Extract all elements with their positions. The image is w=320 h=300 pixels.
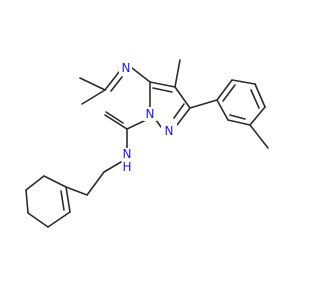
atom-labels: N N N N H: [119, 61, 177, 174]
atom-h-amine: H: [122, 160, 131, 174]
bond-c1p-c2p: [216, 79, 233, 101]
bond-c3p-c4p-double: [250, 89, 260, 109]
bond-nh-ch2a: [103, 161, 122, 173]
bond-c3-methyl: [174, 59, 181, 88]
atom-n-bridge: N: [146, 107, 155, 121]
n-bridge-bg: [143, 107, 157, 121]
bond-n2-n1: [155, 119, 162, 128]
bond-c2p-c3p: [231, 79, 256, 85]
n-pyrazole-bg: [161, 124, 177, 138]
bond-c2-n2: [176, 107, 191, 126]
bond-c3a-c3-double: [152, 87, 173, 93]
bond-ring-5-6: [47, 211, 71, 228]
bond-c5-methyl: [79, 77, 106, 91]
bond-ring-3-4: [25, 189, 29, 214]
molecule-structure-diagram: N N N N H: [25, 59, 269, 228]
bond-ch2b-ring: [65, 186, 88, 196]
bond-c5p-c6p: [227, 119, 251, 126]
n-pyrimidine-bg: [119, 61, 132, 75]
bond-ring-4-5: [27, 212, 49, 228]
bond-c7-c6-double: [105, 111, 124, 124]
bond-c4p-c5p: [249, 106, 266, 126]
bond-c5-c6: [81, 89, 106, 105]
bond-c5p-c6p-double: [229, 114, 246, 120]
atom-n-pyrazole: N: [165, 124, 174, 138]
bond-c1p-c2p-double: [222, 84, 236, 102]
bond-n1-c7: [126, 119, 147, 130]
bond-ring-2-3: [25, 175, 45, 191]
bond-n4-c3a: [131, 67, 151, 83]
bond-c5p-methyl: [249, 124, 269, 149]
bond-c5-n4: [104, 71, 120, 91]
bond-c2-c1p: [189, 99, 218, 109]
bond-c2-n2-double: [173, 103, 185, 119]
bonds: [25, 59, 269, 228]
bond-c3-c2: [174, 86, 191, 109]
bond-ring-6-1-double: [60, 190, 65, 211]
atom-n-pyrimidine: N: [122, 61, 131, 75]
atom-n-amine: N: [123, 147, 132, 161]
bond-ring-6-1: [65, 186, 71, 213]
nh-bg: [119, 148, 135, 161]
bond-c6p-c1p: [216, 99, 229, 121]
bond-ring-1-2: [43, 175, 67, 188]
bond-ch2a-ch2b: [86, 171, 105, 196]
bond-c7-c6: [104, 114, 128, 130]
bond-c3a-c3: [149, 81, 176, 88]
bond-c5-n4-double: [110, 76, 123, 92]
bond-c3p-c4p: [254, 83, 266, 108]
